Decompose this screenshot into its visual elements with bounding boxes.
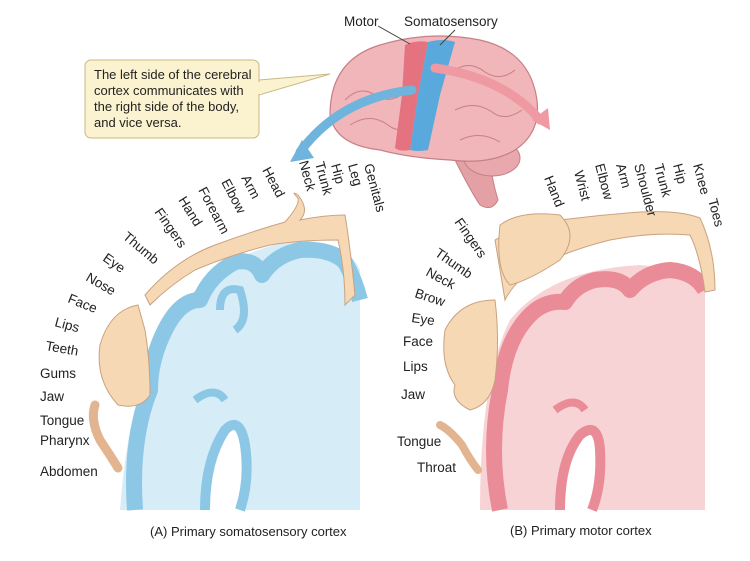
arrow-left bbox=[295, 85, 417, 157]
label-teeth: Teeth bbox=[44, 338, 79, 359]
panel-b-caption: (B) Primary motor cortex bbox=[510, 523, 652, 538]
label-gums: Gums bbox=[40, 366, 76, 381]
label-hand: Hand bbox=[541, 174, 567, 210]
callout-line: The left side of the cerebral bbox=[94, 67, 252, 82]
callout-line: and vice versa. bbox=[94, 115, 181, 130]
panel-a-caption: (A) Primary somatosensory cortex bbox=[150, 524, 347, 539]
label-lips: Lips bbox=[403, 359, 428, 374]
label-nose: Nose bbox=[84, 270, 119, 299]
label-jaw: Jaw bbox=[40, 389, 64, 404]
label-wrist: Wrist bbox=[571, 169, 593, 203]
label-throat: Throat bbox=[417, 460, 456, 475]
label-fingers: Fingers bbox=[452, 215, 490, 261]
label-elbow: Elbow bbox=[592, 162, 616, 202]
callout-line: the right side of the body, bbox=[94, 99, 239, 114]
label-tongue: Tongue bbox=[40, 413, 84, 428]
label-face: Face bbox=[403, 334, 433, 349]
label-hip: Hip bbox=[670, 162, 690, 185]
label-toes: Toes bbox=[705, 197, 727, 229]
label-genitals: Genitals bbox=[361, 162, 388, 214]
panel-a-cortex bbox=[88, 192, 368, 512]
label-knee: Knee bbox=[690, 162, 713, 196]
label-brow: Brow bbox=[413, 286, 447, 310]
motor-strip bbox=[395, 41, 428, 151]
label-eye: Eye bbox=[100, 250, 128, 276]
label-tongue: Tongue bbox=[397, 434, 441, 449]
motor-label: Motor bbox=[344, 14, 379, 29]
label-leg: Leg bbox=[345, 162, 365, 188]
panel-b-cortex bbox=[436, 211, 716, 512]
callout-line: cortex communicates with bbox=[94, 83, 244, 98]
label-head: Head bbox=[259, 164, 287, 200]
label-pharynx: Pharynx bbox=[40, 433, 90, 448]
label-jaw: Jaw bbox=[401, 387, 425, 402]
brain-illustration bbox=[329, 25, 539, 209]
callout-box: The left side of the cerebral cortex com… bbox=[84, 59, 331, 139]
label-face: Face bbox=[66, 291, 99, 316]
somatosensory-label: Somatosensory bbox=[404, 14, 498, 29]
label-arm: Arm bbox=[613, 162, 634, 190]
label-eye: Eye bbox=[411, 310, 436, 328]
label-hip: Hip bbox=[328, 162, 348, 185]
label-lips: Lips bbox=[53, 314, 81, 335]
label-abdomen: Abdomen bbox=[40, 464, 98, 479]
arrow-right bbox=[430, 63, 545, 125]
